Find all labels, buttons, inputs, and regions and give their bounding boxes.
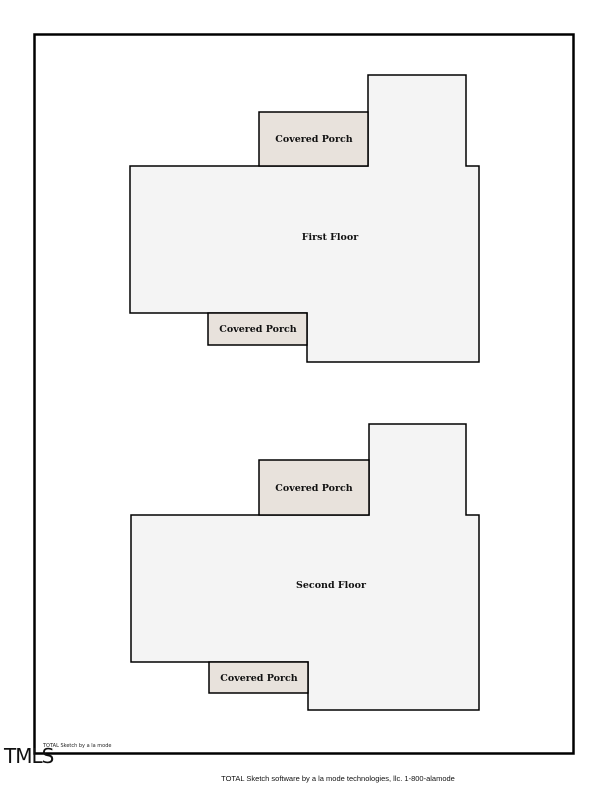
first-floor-top-porch: [258, 111, 369, 167]
second-floor-plan: Covered Porch Second Floor Covered Porch: [130, 423, 480, 711]
first-floor-bottom-porch-label: Covered Porch: [219, 324, 296, 335]
second-floor-label: Second Floor: [296, 580, 367, 591]
second-floor-bottom-porch-label: Covered Porch: [220, 673, 297, 684]
second-floor-top-porch: [258, 459, 370, 516]
second-floor-top-porch-label: Covered Porch: [275, 483, 352, 494]
footer-credit: TOTAL Sketch software by a la mode techn…: [221, 774, 455, 783]
sketch-credit-small: TOTAL Sketch by a la mode: [42, 743, 111, 749]
second-floor-bottom-porch: [208, 661, 309, 694]
first-floor-bottom-porch: [207, 312, 308, 346]
first-floor-top-porch-label: Covered Porch: [275, 134, 352, 145]
first-floor-plan: Covered Porch First Floor Covered Porch: [129, 74, 480, 363]
tmls-watermark: TMLS: [3, 744, 54, 768]
first-floor-label: First Floor: [302, 232, 359, 243]
